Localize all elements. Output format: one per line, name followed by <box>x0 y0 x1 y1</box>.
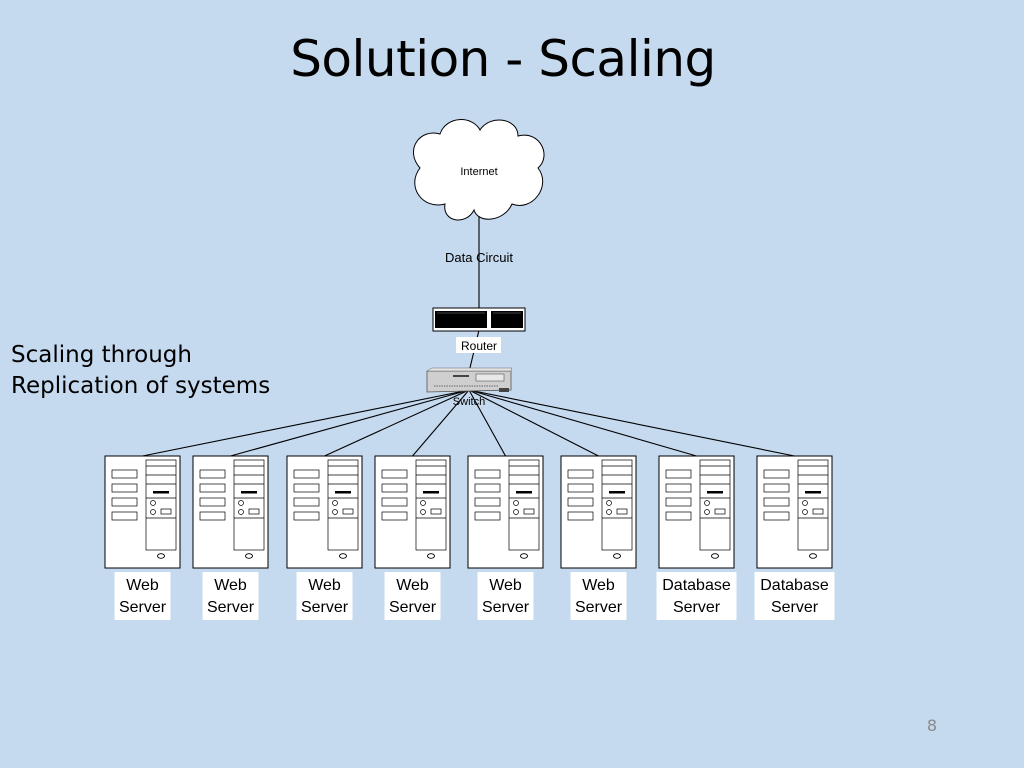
server-label-box <box>296 572 353 620</box>
server-link-2 <box>230 389 470 457</box>
router-icon <box>432 307 526 332</box>
server-label-box <box>754 572 835 620</box>
server-tower-icon <box>104 455 181 569</box>
server-label-line2: Server <box>301 599 349 616</box>
server-label-line1: Web <box>489 577 522 594</box>
data-circuit-label: Data Circuit <box>445 250 513 265</box>
server-link-1 <box>142 389 470 457</box>
switch-label: Switch <box>453 396 485 408</box>
server-label-line2: Server <box>673 599 721 616</box>
server-label-box <box>656 572 737 620</box>
switch-icon <box>426 367 513 393</box>
server-label-line2: Server <box>119 599 167 616</box>
server-tower-icon <box>756 455 833 569</box>
server-label-line2: Server <box>389 599 437 616</box>
server-tower-icon <box>192 455 269 569</box>
server-label-line1: Web <box>396 577 429 594</box>
server-label-line1: Web <box>582 577 615 594</box>
server-link-3 <box>324 389 470 457</box>
server-link-6 <box>468 389 599 457</box>
router-label: Router <box>461 339 497 353</box>
server-label-line2: Server <box>771 599 819 616</box>
server-tower-icon <box>286 455 363 569</box>
server-label-line2: Server <box>207 599 255 616</box>
server-tower-icon <box>374 455 451 569</box>
server-label-line1: Web <box>214 577 247 594</box>
server-label-box <box>384 572 441 620</box>
internet-cloud-icon: Internet <box>413 119 545 221</box>
server-label-line1: Web <box>308 577 341 594</box>
server-tower-icon <box>658 455 735 569</box>
server-label-box <box>114 572 171 620</box>
server-link-5 <box>468 389 506 457</box>
server-label-line2: Server <box>482 599 530 616</box>
internet-label: Internet <box>460 166 497 178</box>
server-label-line1: Database <box>662 577 731 594</box>
server-tower-icon <box>467 455 544 569</box>
slide-title: Solution - Scaling <box>290 30 716 88</box>
side-text-line-2: Replication of systems <box>11 373 271 399</box>
server-label-box <box>570 572 627 620</box>
page-number: 8 <box>926 716 937 735</box>
server-label-line2: Server <box>575 599 623 616</box>
server-label-line1: Database <box>760 577 829 594</box>
router-label-box <box>456 337 501 353</box>
side-text: Scaling through Replication of systems <box>11 340 270 402</box>
server-label-box <box>202 572 259 620</box>
server-label-box <box>477 572 534 620</box>
server-link-7 <box>468 389 697 457</box>
server-link-8 <box>468 389 795 457</box>
server-label-line1: Web <box>126 577 159 594</box>
server-link-4 <box>412 389 470 457</box>
server-tower-icon <box>560 455 637 569</box>
side-text-line-1: Scaling through <box>11 342 192 368</box>
